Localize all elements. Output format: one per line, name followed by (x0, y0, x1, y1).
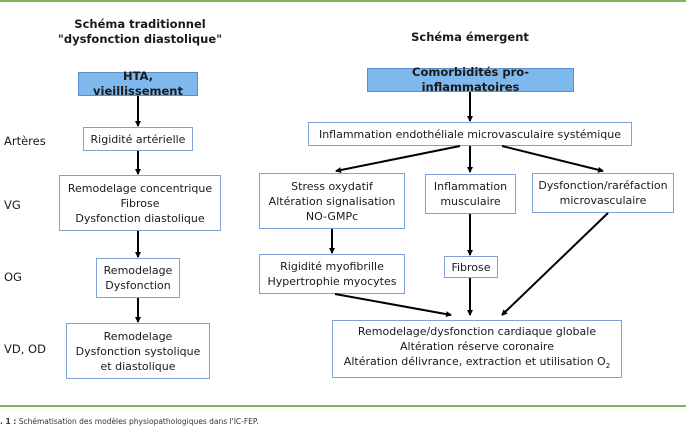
caption-label: . 1 : (0, 417, 17, 426)
box-text: Rigidité myofibrille (280, 260, 384, 273)
box-text: Inflammation endothéliale microvasculair… (318, 127, 622, 141)
arrow-dysf-outcome (501, 212, 609, 316)
box-text: Dysfonction systolique (75, 344, 201, 358)
box-text: Remodelage (103, 264, 173, 277)
box-vg: Remodelage concentrique Fibrose Dysfonct… (59, 175, 221, 231)
box-dysfonction-rarefaction: Dysfonction/raréfaction microvasculaire (532, 173, 674, 213)
right-title: Schéma émergent (411, 30, 529, 44)
box-text: musculaire (440, 195, 501, 208)
box-og: Remodelage Dysfonction (96, 258, 180, 298)
subscript: 2 (605, 362, 611, 371)
box-text: Fibrose (451, 260, 491, 274)
arrow-endo-stress (335, 145, 461, 173)
box-text: Inflammation (433, 180, 508, 193)
box-hta-text: HTA, vieillissement (93, 69, 183, 98)
box-comorbidites: Comorbidités pro-inflammatoires (367, 65, 574, 94)
left-title-line1: Schéma traditionnel (74, 17, 206, 31)
box-text: et diastolique (100, 359, 176, 373)
box-text: Comorbidités pro-inflammatoires (412, 65, 529, 94)
box-rigidite-myofibrille: Rigidité myofibrille Hypertrophie myocyt… (259, 254, 405, 294)
box-text: Stress oxydatif (291, 179, 373, 193)
box-text: Remodelage/dysfonction cardiaque globale (357, 324, 597, 338)
box-text: Altération réserve coronaire (400, 339, 554, 353)
box-remodelage-global: Remodelage/dysfonction cardiaque globale… (332, 320, 622, 378)
box-text-o2: Altération délivrance, extraction et uti… (344, 354, 610, 374)
box-text: Dysfonction/raréfaction (538, 179, 668, 192)
box-text: Altération signalisation (268, 194, 396, 208)
box-text: Dysfonction diastolique (75, 211, 205, 225)
top-rule (0, 0, 686, 2)
box-text: NO-GMPc (305, 209, 359, 223)
box-text: Remodelage (103, 329, 173, 343)
row-label-vd-od: VD, OD (4, 342, 46, 356)
box-text: Fibrose (120, 196, 160, 210)
box-text: Altération délivrance, extraction et uti… (343, 354, 606, 368)
box-rigidite-arterielle: Rigidité artérielle (83, 127, 193, 151)
box-text: Remodelage concentrique (67, 181, 213, 195)
left-title: Schéma traditionnel "dysfonction diastol… (40, 17, 240, 47)
box-hta: HTA, vieillissement (78, 69, 198, 98)
box-stress-oxydatif: Stress oxydatif Altération signalisation… (259, 173, 405, 229)
caption-text: Schématisation des modèles physiopatholo… (18, 417, 259, 426)
box-text: microvasculaire (559, 194, 647, 207)
box-text: Hypertrophie myocytes (267, 275, 397, 288)
row-label-vg: VG (4, 198, 21, 212)
row-label-arteres: Artères (4, 134, 46, 148)
box-vd-od: Remodelage Dysfonction systolique et dia… (66, 323, 210, 379)
figure-caption: . 1 : Schématisation des modèles physiop… (0, 417, 259, 426)
box-inflammation-endotheliale: Inflammation endothéliale microvasculair… (308, 122, 632, 146)
bottom-rule (0, 405, 686, 407)
left-title-line2: "dysfonction diastolique" (57, 32, 223, 46)
arrow-endo-dysf (501, 145, 604, 173)
row-label-og: OG (4, 270, 22, 284)
box-text: Rigidité artérielle (90, 132, 186, 146)
box-fibrose: Fibrose (444, 256, 498, 278)
box-text: Dysfonction (105, 279, 171, 292)
arrow-rigidite-outcome (334, 293, 452, 318)
box-inflammation-musculaire: Inflammation musculaire (425, 174, 516, 214)
